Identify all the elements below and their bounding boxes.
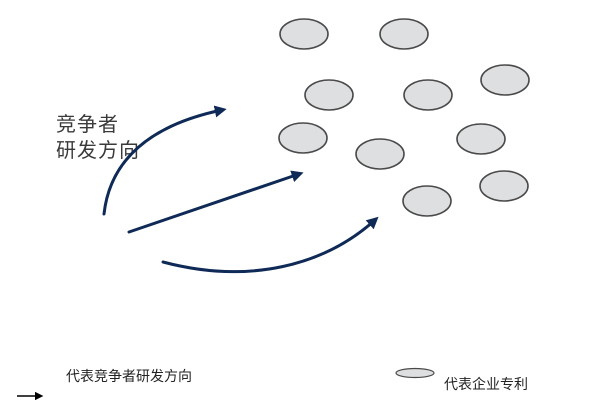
enterprise-patent [479,170,529,202]
enterprise-patent [480,64,530,96]
enterprise-patent [379,18,429,50]
enterprise-patent [355,138,405,170]
legend-patent-text: 代表企业专利 [444,376,528,393]
competitor-label-line-1: 竞争者 [56,112,119,136]
legend-patent-icon [395,367,435,379]
competitor-direction-arrow-upper [102,105,227,216]
enterprise-patent [304,79,354,111]
enterprise-patent [279,18,329,50]
competitor-direction-arrow-lower [161,216,379,274]
enterprise-patent [402,185,452,217]
legend-arrow-text: 代表竞争者研发方向 [66,368,192,385]
competitor-direction-arrow-middle [127,170,304,234]
enterprise-patent [278,122,328,154]
enterprise-patent [456,123,506,155]
competitor-label-line-2: 研发方向 [56,138,140,162]
enterprise-patent [403,79,453,111]
